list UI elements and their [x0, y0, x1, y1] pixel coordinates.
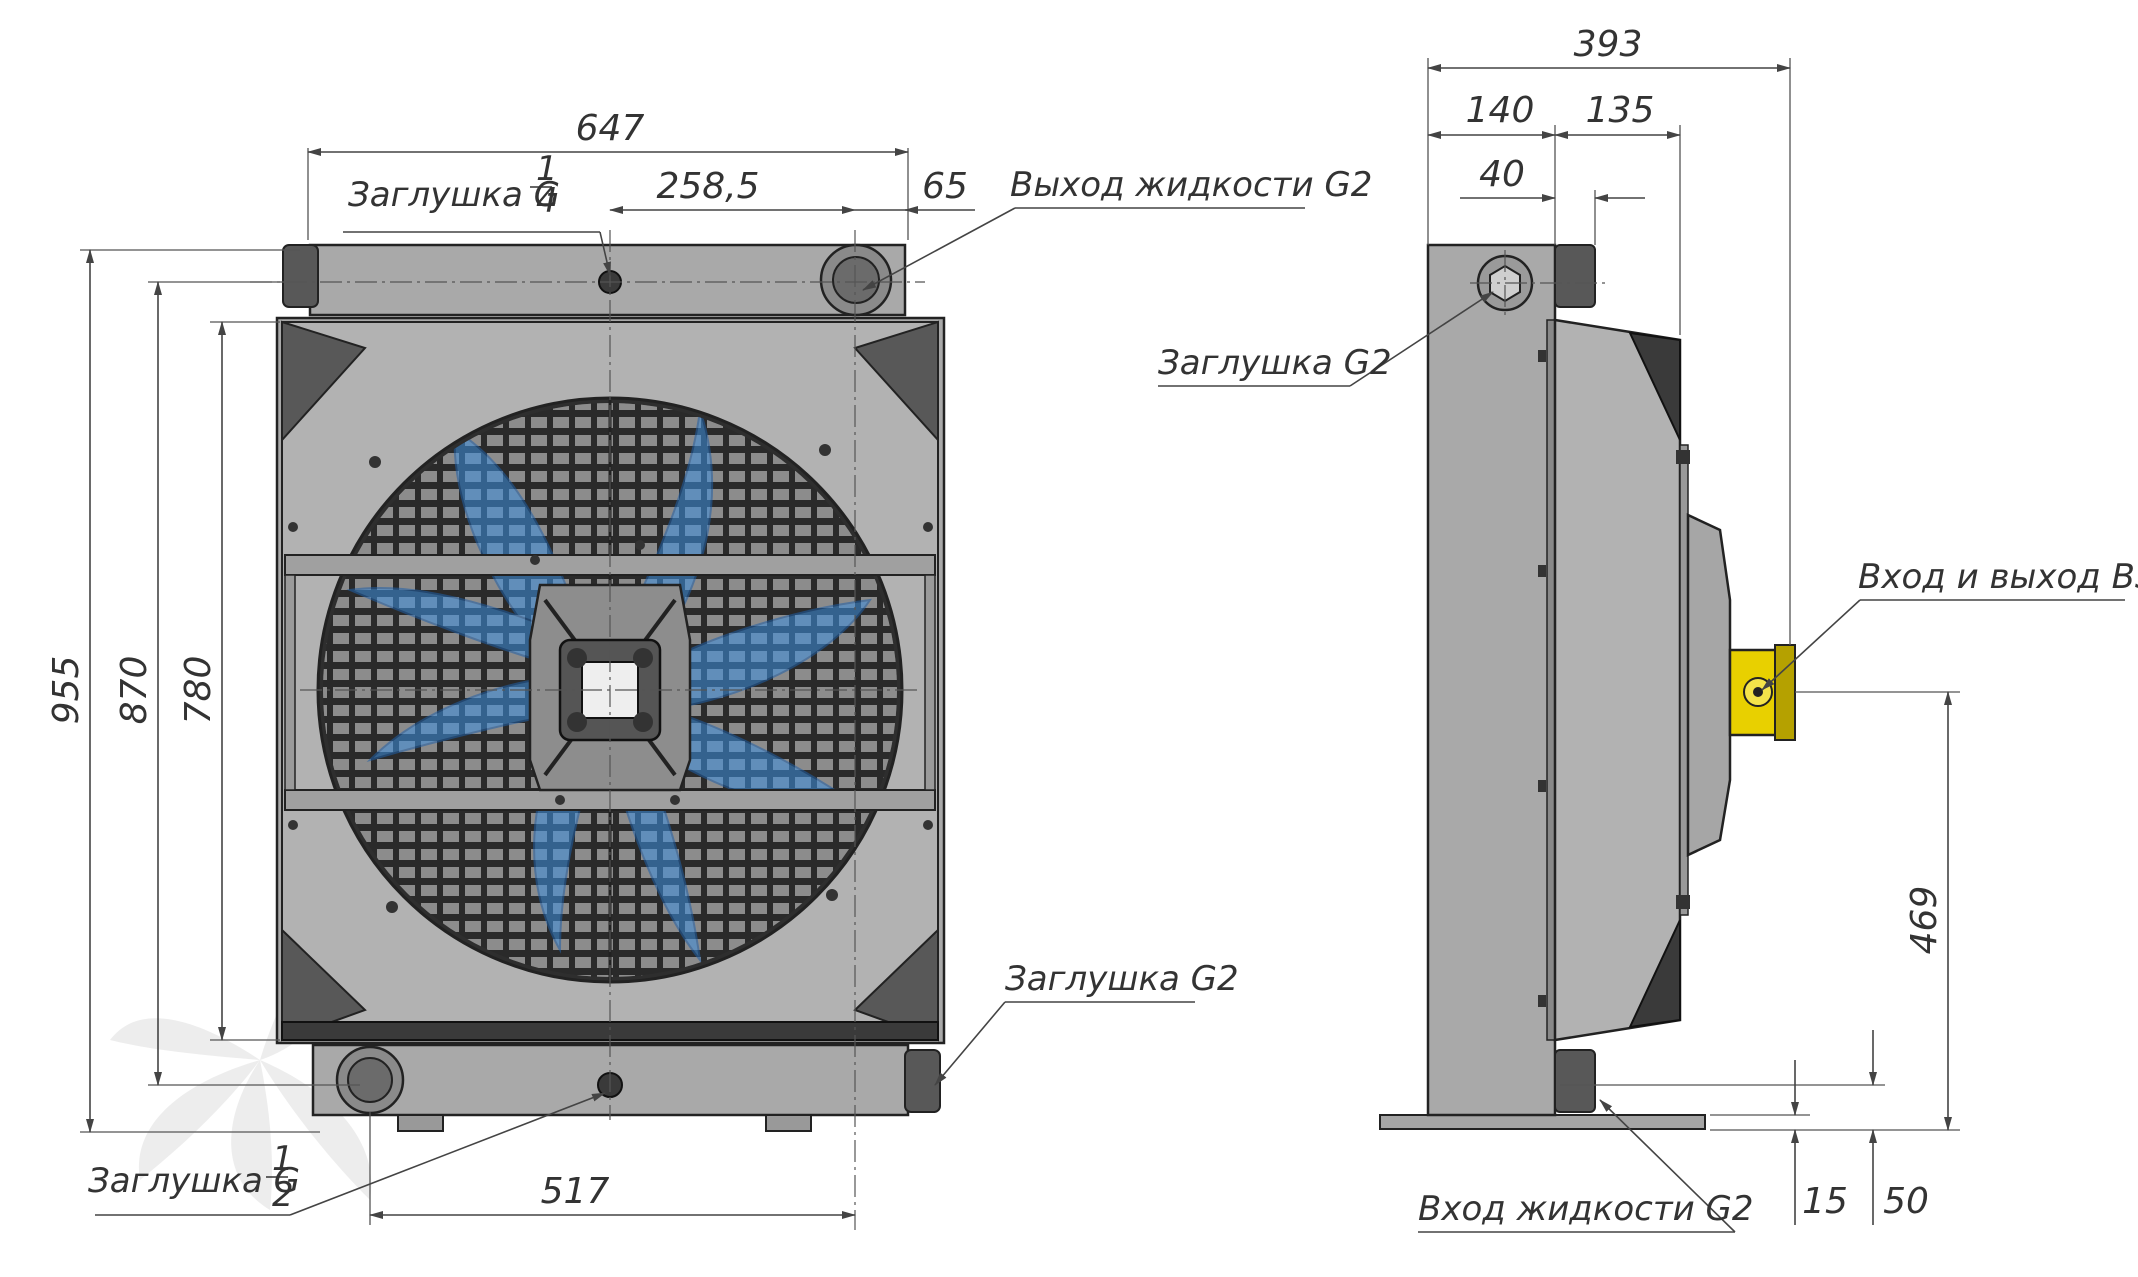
dim-side-140: 140 — [1466, 90, 1535, 131]
label-fluid-outlet: Выход жидкости G2 — [1010, 165, 1372, 205]
side-body — [1426, 243, 1557, 1117]
dimension-lines — [80, 58, 1960, 1225]
dim-height-780: 780 — [178, 656, 219, 725]
label-plug-quarter: Заглушка G 1 4 — [348, 149, 560, 221]
svg-text:4: 4 — [536, 181, 558, 221]
center-lines — [250, 230, 1610, 1230]
dim-side-135: 135 — [1586, 90, 1655, 131]
svg-text:Заглушка G: Заглушка G — [348, 175, 560, 215]
dim-height-870: 870 — [114, 656, 155, 725]
label-bsp: Вход и выход BSP — [1858, 557, 2138, 597]
base-plate — [1379, 1114, 1706, 1130]
dimension-values: 647 258,5 65 955 870 780 517 393 140 135… — [46, 24, 1945, 1222]
leader-lines — [95, 207, 2125, 1233]
label-plug-half: Заглушка G 1 2 — [88, 1139, 300, 1215]
label-plug-g2-side: Заглушка G2 — [1158, 343, 1392, 383]
motor-side — [1686, 513, 1732, 857]
dim-plug-to-outlet: 258,5 — [656, 166, 759, 207]
dim-foot-15: 15 — [1802, 1181, 1848, 1222]
svg-text:Заглушка G: Заглушка G — [88, 1161, 300, 1201]
dim-side-depth: 393 — [1574, 24, 1643, 65]
dim-overall-height: 955 — [46, 656, 87, 725]
dim-side-40: 40 — [1479, 154, 1525, 195]
dim-overall-width: 647 — [576, 108, 645, 149]
label-fluid-inlet: Вход жидкости G2 — [1418, 1189, 1754, 1229]
callout-labels: Заглушка G 1 4 Выход жидкости G2 Заглушк… — [88, 149, 2138, 1229]
dim-outlet-offset: 65 — [922, 166, 968, 207]
side-view — [1379, 243, 1796, 1130]
dim-foot-50: 50 — [1883, 1181, 1929, 1222]
svg-text:1: 1 — [272, 1139, 294, 1179]
panel-bolts — [288, 444, 933, 913]
svg-text:2: 2 — [272, 1175, 294, 1215]
svg-text:1: 1 — [536, 149, 558, 189]
dim-bottom-span: 517 — [541, 1171, 610, 1212]
fan-shroud-side — [1553, 318, 1682, 1042]
label-plug-g2-front: Заглушка G2 — [1005, 959, 1239, 999]
dim-bsp-height: 469 — [1904, 886, 1945, 955]
